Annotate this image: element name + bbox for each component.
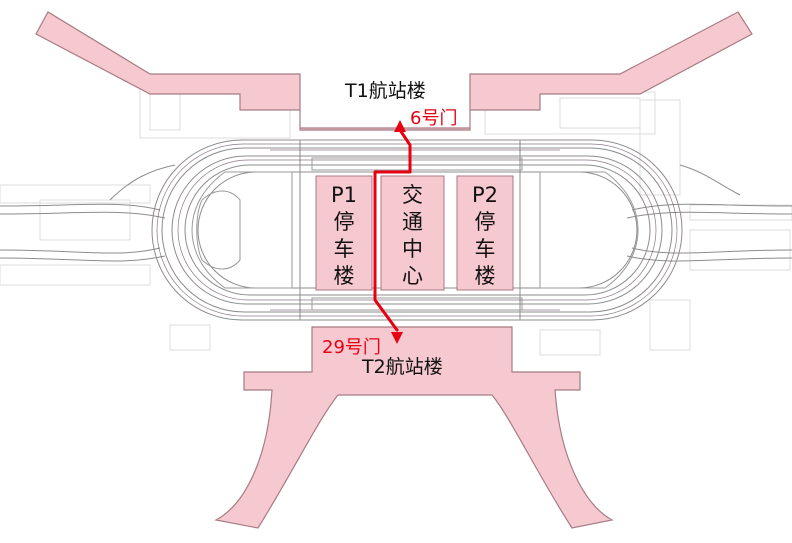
gate-29-label: 29号门 (322, 337, 381, 358)
p2-line-4: 楼 (474, 264, 496, 288)
tc-line-3: 中 (402, 237, 423, 261)
gate-6-label: 6号门 (410, 108, 458, 129)
t2-terminal-label: T2航站楼 (362, 356, 443, 378)
tc-line-2: 通 (402, 210, 423, 234)
transport-center-block (380, 175, 445, 291)
t1-terminal (35, 11, 753, 131)
tc-line-1: 交 (402, 183, 423, 207)
p2-line-2: 停 (474, 210, 496, 234)
p1-line-3: 车 (333, 237, 355, 261)
p2-parking-label: P2 停 车 楼 (457, 182, 513, 290)
inner-islands (191, 157, 639, 311)
t2-terminal (214, 326, 614, 529)
tc-line-4: 心 (402, 264, 423, 288)
p2-parking-block (456, 175, 514, 291)
route-arrow-down-icon (391, 332, 403, 344)
p1-parking-block (315, 175, 373, 291)
p1-line-2: 停 (333, 210, 355, 234)
p1-line-1: P1 (330, 183, 358, 207)
road-network (0, 139, 792, 321)
route-arrow-up-icon (394, 120, 406, 132)
walking-route (373, 128, 412, 332)
p1-parking-label: P1 停 车 楼 (316, 182, 372, 290)
road-lanes (156, 143, 678, 317)
transport-center-label: 交 通 中 心 (381, 182, 444, 290)
t1-terminal-label: T1航站楼 (345, 80, 426, 102)
p2-line-3: 车 (474, 237, 496, 261)
p2-line-1: P2 (471, 183, 499, 207)
p1-line-4: 楼 (333, 264, 355, 288)
